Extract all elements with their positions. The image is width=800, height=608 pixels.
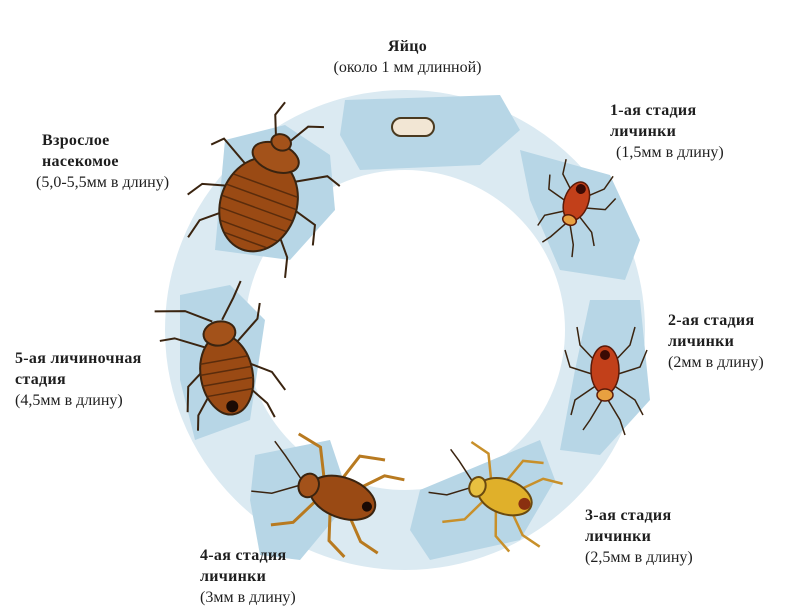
nymph4-title-line1: 4-ая стадия bbox=[200, 547, 287, 564]
label-adult: Взрослое насекомое (5,0-5,5мм в длину) bbox=[36, 130, 169, 193]
nymph4-title-line2: личинки bbox=[200, 568, 267, 585]
nymph2-bug-icon bbox=[564, 326, 648, 436]
egg-title: Яйцо bbox=[387, 38, 428, 55]
adult-size: (5,0-5,5мм в длину) bbox=[36, 174, 170, 191]
nymph3-bug-icon bbox=[428, 440, 563, 553]
label-nymph1: 1-ая стадия личинки (1,5мм в длину) bbox=[610, 100, 724, 163]
nymph1-title-line2: личинки bbox=[610, 123, 677, 140]
label-nymph4: 4-ая стадия личинки (3мм в длину) bbox=[200, 545, 296, 608]
adult-title-line1: Взрослое bbox=[42, 132, 110, 149]
nymph5-size: (4,5мм в длину) bbox=[15, 392, 123, 409]
nymph5-title-line2: стадия bbox=[15, 371, 66, 388]
label-nymph2: 2-ая стадия личинки (2мм в длину) bbox=[668, 310, 764, 373]
label-nymph5: 5-ая личиночная стадия (4,5мм в длину) bbox=[15, 348, 142, 411]
nymph2-size: (2мм в длину) bbox=[668, 354, 764, 371]
nymph2-title-line1: 2-ая стадия bbox=[668, 312, 755, 329]
nymph1-bug-icon bbox=[537, 159, 617, 258]
nymph4-size: (3мм в длину) bbox=[200, 589, 296, 606]
nymph1-title-line1: 1-ая стадия bbox=[610, 102, 697, 119]
nymph3-title-line2: личинки bbox=[585, 528, 652, 545]
nymph3-title-line1: 3-ая стадия bbox=[585, 507, 672, 524]
adult-title-line2: насекомое bbox=[42, 153, 119, 170]
egg-icon bbox=[391, 117, 435, 137]
nymph5-title-line1: 5-ая личиночная bbox=[15, 350, 142, 367]
nymph1-size: (1,5мм в длину) bbox=[616, 144, 724, 161]
nymph4-bug-icon bbox=[251, 432, 405, 558]
adult-bug-icon bbox=[187, 101, 341, 278]
egg-size: (около 1 мм длинной) bbox=[333, 59, 482, 76]
label-nymph3: 3-ая стадия личинки (2,5мм в длину) bbox=[585, 505, 693, 568]
label-egg: Яйцо (около 1 мм длинной) bbox=[300, 36, 515, 78]
nymph4-panel bbox=[250, 440, 350, 560]
nymph2-title-line2: личинки bbox=[668, 333, 735, 350]
nymph3-size: (2,5мм в длину) bbox=[585, 549, 693, 566]
nymph5-bug-icon bbox=[154, 280, 287, 431]
